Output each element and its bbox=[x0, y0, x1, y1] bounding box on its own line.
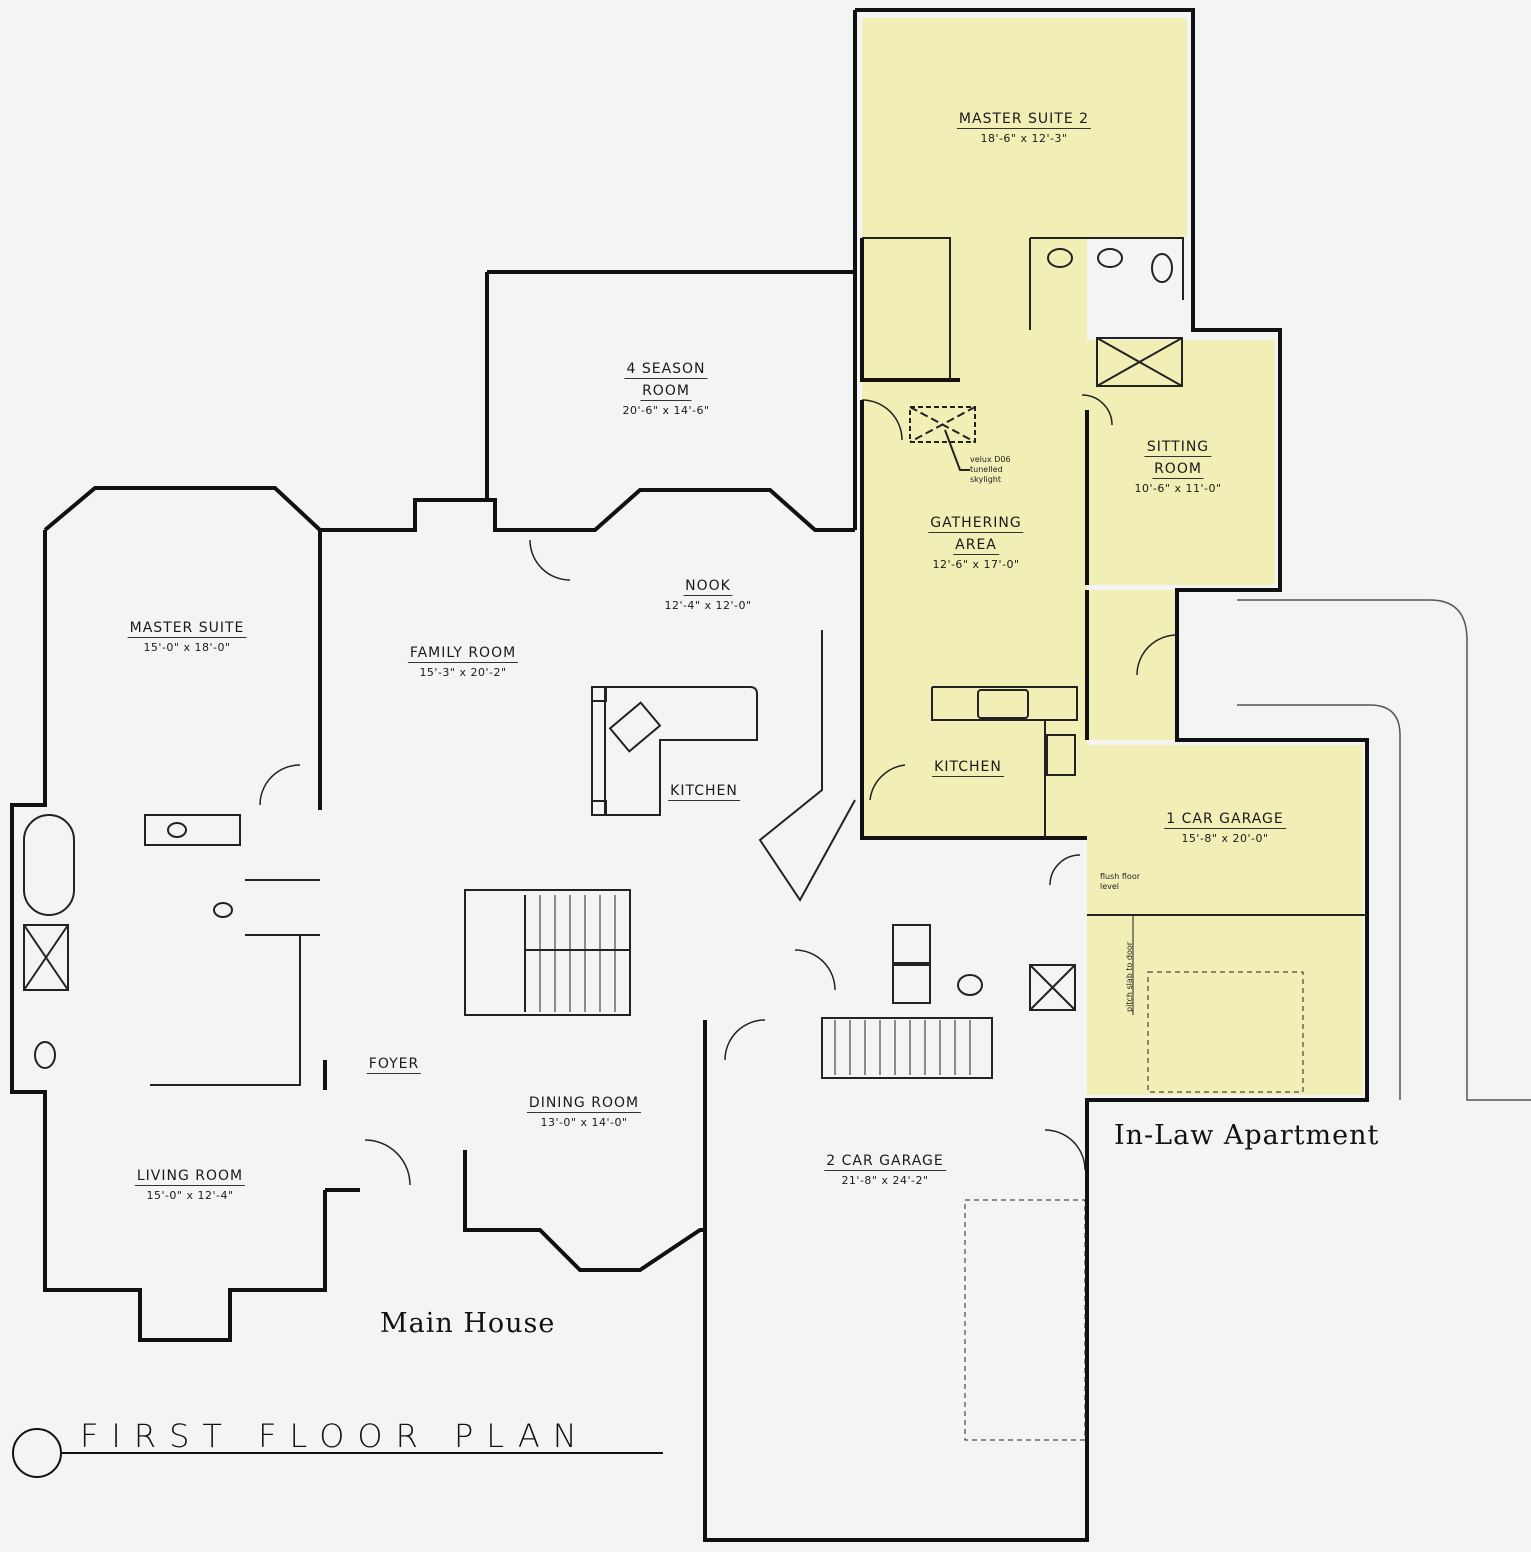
room-four-season: 4 SEASON ROOM 20'-6" x 14'-6" bbox=[622, 361, 710, 417]
room-kitchen-inlaw: KITCHEN bbox=[932, 759, 1004, 777]
door-swings bbox=[259, 394, 1178, 1186]
room-kitchen-main: KITCHEN bbox=[668, 783, 740, 801]
main-house-label: Main House bbox=[380, 1308, 556, 1339]
room-foyer: FOYER bbox=[366, 1056, 422, 1074]
flush-floor-note: flush floor level bbox=[1100, 872, 1141, 891]
walls bbox=[10, 8, 1369, 1542]
room-family: FAMILY ROOM 15'-3" x 20'-2" bbox=[407, 645, 519, 679]
plan-title: FIRST FLOOR PLAN bbox=[80, 1417, 590, 1455]
room-two-car-garage: 2 CAR GARAGE 21'-8" x 24'-2" bbox=[824, 1153, 946, 1187]
room-one-car-garage: 1 CAR GARAGE 15'-8" x 20'-0" bbox=[1164, 811, 1286, 845]
interior-lines bbox=[12, 237, 1531, 1478]
skylight-note: velux D06 tunelled skylight bbox=[970, 455, 1011, 484]
room-nook: NOOK 12'-4" x 12'-0" bbox=[664, 578, 752, 612]
room-living: LIVING ROOM 15'-0" x 12'-4" bbox=[134, 1168, 246, 1202]
room-dining: DINING ROOM 13'-0" x 14'-0" bbox=[526, 1095, 642, 1129]
pitch-slab-note: pitch slab to door bbox=[1125, 941, 1134, 1012]
room-master-suite: MASTER SUITE 15'-0" x 18'-0" bbox=[127, 620, 247, 654]
inlaw-apartment-label: In-Law Apartment bbox=[1114, 1120, 1380, 1151]
room-gathering-area: GATHERING AREA 12'-6" x 17'-0" bbox=[928, 515, 1024, 571]
room-master-suite-2: MASTER SUITE 2 18'-6" x 12'-3" bbox=[956, 111, 1092, 145]
room-sitting: SITTING ROOM 10'-6" x 11'-0" bbox=[1134, 439, 1222, 495]
